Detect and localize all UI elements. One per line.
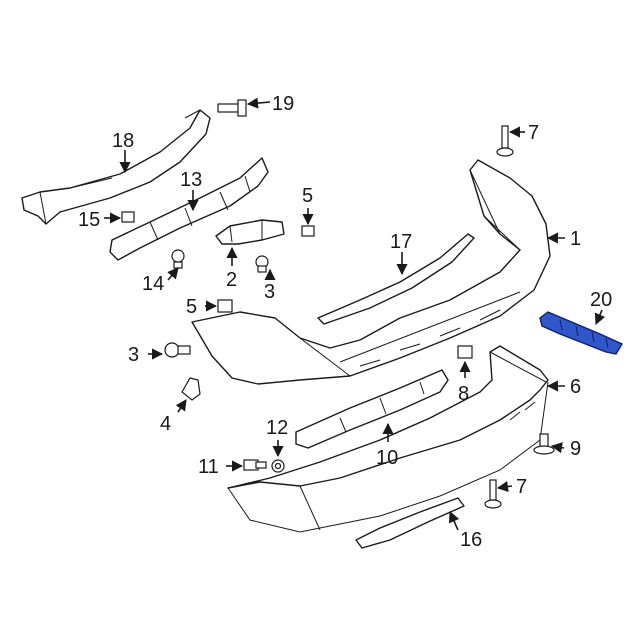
- fastener-5-upper-clip[interactable]: [301, 225, 315, 237]
- callout-2: 2: [226, 269, 237, 291]
- callout-1: 1: [570, 228, 581, 250]
- callout-3-lower: 3: [128, 344, 139, 366]
- fastener-5-lower-clip[interactable]: [217, 299, 233, 313]
- part-2-bracket[interactable]: [215, 219, 285, 245]
- part-1-bumper-cover[interactable]: [191, 159, 551, 385]
- callout-13: 13: [180, 169, 202, 191]
- callout-8: 8: [458, 383, 469, 405]
- callout-6: 6: [570, 376, 581, 398]
- part-10-center-bracket[interactable]: [295, 369, 449, 449]
- fastener-8-clip[interactable]: [457, 345, 473, 359]
- fastener-12-washer[interactable]: [271, 459, 285, 473]
- fastener-4-push-pin[interactable]: [181, 377, 201, 401]
- fastener-15-clip[interactable]: [121, 211, 135, 223]
- callout-4: 4: [160, 413, 171, 435]
- callout-14: 14: [142, 273, 164, 295]
- fastener-11-bolt[interactable]: [243, 459, 267, 471]
- callout-3-upper: 3: [264, 281, 275, 303]
- callout-9: 9: [570, 438, 581, 460]
- callout-15: 15: [78, 209, 100, 231]
- callout-7-lower: 7: [516, 476, 527, 498]
- fastener-7-lower-pin[interactable]: [484, 479, 502, 509]
- callout-labels: 18 19 7 13 15 5 1 17 2 14 3 5 20 3 8 6 4…: [78, 93, 612, 551]
- callout-18: 18: [112, 130, 134, 152]
- callout-5-upper: 5: [302, 185, 313, 207]
- leader-lines: [104, 97, 606, 531]
- callout-10: 10: [376, 447, 398, 469]
- callout-11: 11: [198, 456, 219, 478]
- fastener-9-pin[interactable]: [533, 433, 555, 455]
- fastener-19-bolt[interactable]: [217, 99, 247, 117]
- fastener-3-lower-screw[interactable]: [164, 342, 191, 358]
- callout-12: 12: [266, 417, 288, 439]
- fastener-7-upper-pin[interactable]: [496, 125, 514, 157]
- callout-17: 17: [390, 231, 412, 253]
- callout-16: 16: [460, 529, 482, 551]
- callout-20: 20: [590, 289, 612, 311]
- callout-7-upper: 7: [528, 122, 539, 144]
- fastener-3-upper-screw[interactable]: [255, 255, 269, 273]
- fastener-14-screw[interactable]: [171, 249, 185, 269]
- part-17-molding[interactable]: [317, 233, 475, 325]
- part-16-lower-molding[interactable]: [355, 497, 465, 549]
- part-20-highlighted-reflector[interactable]: [539, 311, 624, 355]
- callout-5-lower: 5: [186, 296, 197, 318]
- part-18-reinforcement-bar[interactable]: [21, 109, 211, 225]
- callout-19: 19: [272, 93, 294, 115]
